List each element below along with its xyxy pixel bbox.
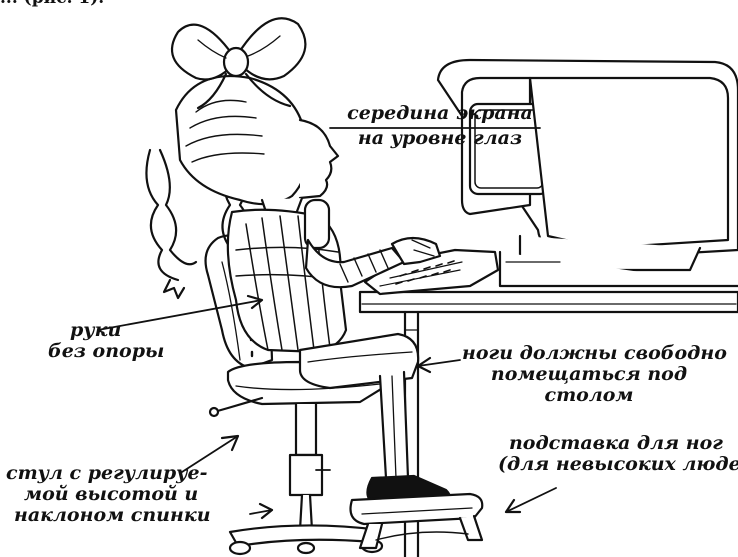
screen-label-line1: середина экрана [340, 103, 540, 124]
chair-label-line2: мой высотой и [6, 484, 211, 505]
screen-label: середина экрана на уровне глаз [340, 103, 540, 149]
screen-label-line2: на уровне глаз [340, 128, 540, 149]
footrest-label-line2: (для невысоких людей) [498, 454, 734, 475]
arms-label: руки без опоры [48, 320, 164, 362]
arms-label-line1: руки [48, 320, 164, 341]
chair-label: стул с регулируе- мой высотой и наклоном… [6, 463, 211, 526]
legs-label-line1: ноги должны свободно [462, 343, 716, 364]
footrest-label: подставка для ног (для невысоких людей) [498, 433, 734, 475]
legs-label-line3: столом [462, 385, 716, 406]
footrest-label-line1: подставка для ног [498, 433, 734, 454]
footrest-icon [351, 494, 483, 548]
chair-label-line1: стул с регулируе- [6, 463, 211, 484]
arms-label-line2: без опоры [48, 341, 164, 362]
legs-label-line2: помещаться под [462, 364, 716, 385]
chair-label-line3: наклоном спинки [6, 505, 211, 526]
legs-label: ноги должны свободно помещаться под стол… [462, 343, 716, 406]
